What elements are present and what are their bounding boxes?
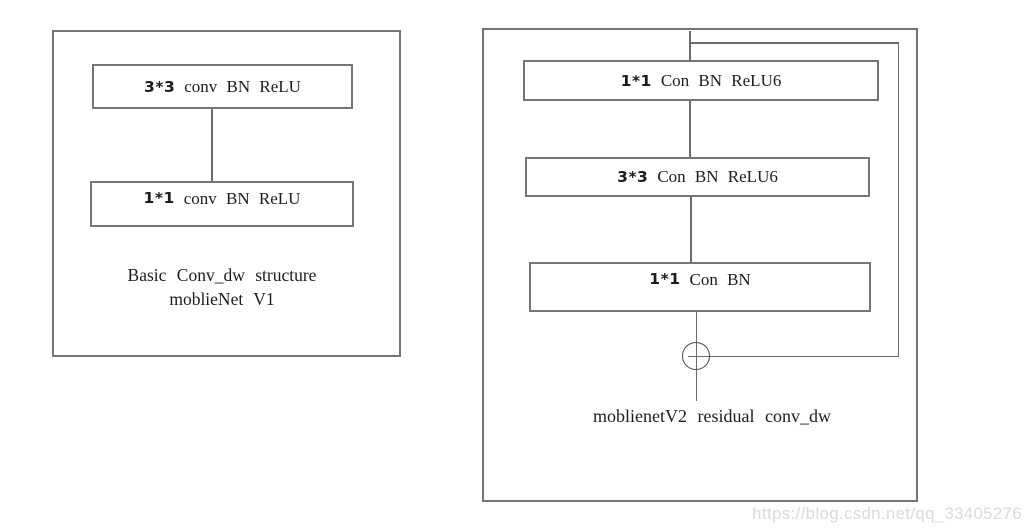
v2-sum-horizontal-line xyxy=(688,355,899,357)
v1-conv1x1-ops: conv BN ReLU xyxy=(183,189,301,208)
v2-conv1x1-expand-ops: Con BN ReLU6 xyxy=(660,70,782,90)
circle-plus-icon xyxy=(682,342,710,370)
v2-conv3x3-dw-box: 3*3 Con BN ReLU6 xyxy=(525,157,870,197)
watermark-text: https://blog.csdn.net/qq_33405276 xyxy=(752,505,1022,523)
v2-skip-line-top xyxy=(690,42,899,44)
v1-conv3x3-size: 3*3 xyxy=(144,77,176,96)
v1-conv1x1-size: 1*1 xyxy=(143,189,175,207)
v2-conv1x1-expand-box: 1*1 Con BN ReLU6 xyxy=(523,60,879,101)
v2-conv1x1-expand-size: 1*1 xyxy=(620,71,652,90)
v2-input-line xyxy=(689,31,691,60)
v1-conv1x1-box: 1*1 conv BN ReLU xyxy=(90,181,354,227)
v2-connector-line-1 xyxy=(689,101,691,157)
v1-caption-line1: Basic Conv_dw structure xyxy=(127,265,317,285)
v1-connector-line xyxy=(211,109,213,181)
v1-caption-line2: moblieNet V1 xyxy=(169,289,275,309)
v2-conv3x3-dw-size: 3*3 xyxy=(617,168,649,186)
v1-conv3x3-box: 3*3 conv BN ReLU xyxy=(92,64,353,109)
v2-skip-line-right xyxy=(897,42,899,356)
v2-connector-line-2 xyxy=(690,197,692,262)
v2-conv1x1-project-box: 1*1 Con BN xyxy=(529,262,871,312)
v2-conv3x3-dw-ops: Con BN ReLU6 xyxy=(657,167,778,186)
mobilenet-v2-panel xyxy=(482,28,918,502)
v2-caption: moblienetV2 residual conv_dw xyxy=(593,406,831,426)
v2-conv1x1-project-ops: Con BN xyxy=(689,270,751,289)
mobilenet-v1-panel xyxy=(52,30,401,357)
v1-caption: Basic Conv_dw structure moblieNet V1 xyxy=(72,263,372,311)
v2-conv1x1-project-size: 1*1 xyxy=(649,270,681,288)
v1-conv3x3-ops: conv BN ReLU xyxy=(184,76,301,96)
